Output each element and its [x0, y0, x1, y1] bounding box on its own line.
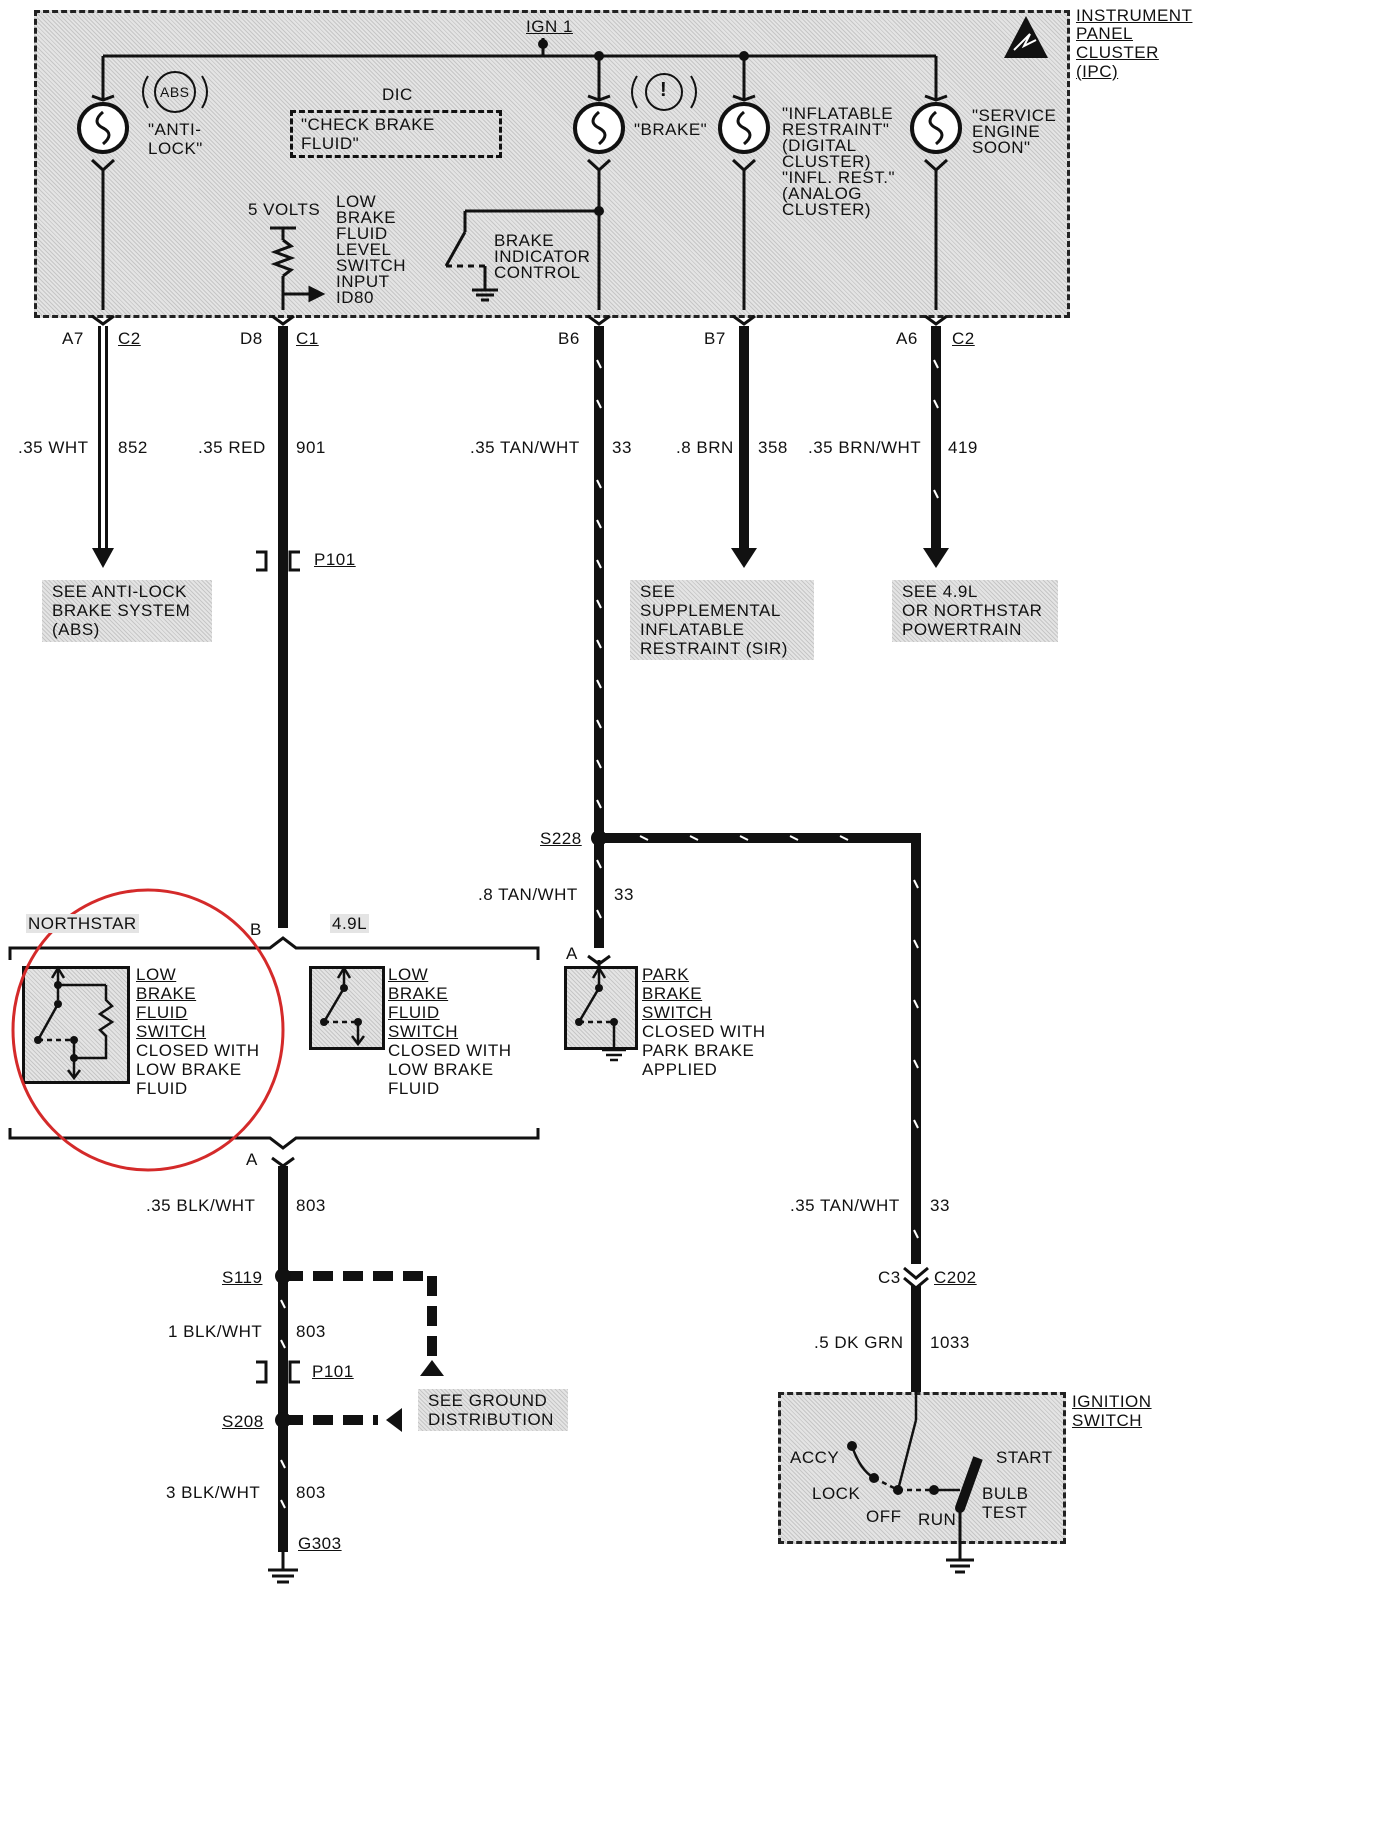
connector-c2-right: C2 — [952, 329, 975, 348]
wire-803b-color: 1 BLK/WHT — [168, 1322, 263, 1341]
ignition-switch-title: IGNITION SWITCH — [1072, 1392, 1152, 1430]
park-switch-desc: CLOSED WITH PARK BRAKE APPLIED — [642, 1022, 766, 1079]
ignition-switch-box — [778, 1392, 1066, 1544]
ipc-title-line-4: (IPC) — [1076, 62, 1119, 81]
connector-c2-left: C2 — [118, 329, 141, 348]
wire-1033-color: .5 DK GRN — [814, 1333, 904, 1352]
wire-901-number: 901 — [296, 438, 326, 457]
connector-c3: C3 — [878, 1268, 901, 1287]
connector-p101-bottom: P101 — [312, 1362, 354, 1381]
service-lamp-label: "SERVICE ENGINE SOON" — [972, 106, 1057, 157]
ref-northstar-box — [892, 580, 1058, 642]
ignition-lock: LOCK — [812, 1484, 861, 1503]
esd-warning-icon — [1004, 16, 1048, 58]
wire-901-color: .35 RED — [198, 438, 266, 457]
wire-358-color: .8 BRN — [676, 438, 734, 457]
ignition-off: OFF — [866, 1507, 902, 1526]
connector-c202: C202 — [934, 1268, 977, 1287]
brake-symbol-text: ! — [660, 79, 668, 101]
ignition-bulb-test: BULB TEST — [982, 1484, 1029, 1522]
ref-northstar-text: SEE 4.9L OR NORTHSTAR POWERTRAIN — [902, 582, 1043, 639]
connector-b7: B7 — [704, 329, 726, 348]
pin-a-label: A — [246, 1150, 258, 1169]
lbf-switch-title-northstar: LOW BRAKE FLUID SWITCH — [136, 965, 207, 1041]
antilock-lamp-label: "ANTI- LOCK" — [148, 120, 203, 158]
ref-ground-box — [418, 1389, 568, 1431]
low-brake-fluid-switch-49l — [309, 966, 385, 1050]
instrument-panel-cluster-box — [34, 10, 1070, 318]
wire-803c-color: 3 BLK/WHT — [166, 1483, 261, 1502]
brake-indicator-label: BRAKE INDICATOR CONTROL — [494, 231, 591, 282]
five-volts-label: 5 VOLTS — [248, 200, 321, 219]
connector-a6: A6 — [896, 329, 918, 348]
ignition-run: RUN — [918, 1510, 957, 1529]
wire-852-color: .35 WHT — [18, 438, 89, 457]
wire-33b-number: 33 — [614, 885, 634, 904]
engine-49l-label: 4.9L — [330, 914, 370, 933]
connector-p101-top: P101 — [314, 550, 356, 569]
inflatable-lamp-label: "INFLATABLE RESTRAINT" (DIGITAL CLUSTER)… — [782, 104, 896, 219]
wire-803b-number: 803 — [296, 1322, 326, 1341]
wire-1033-number: 1033 — [930, 1333, 970, 1352]
wire-803a-color: .35 BLK/WHT — [146, 1196, 256, 1215]
ground-g303: G303 — [298, 1534, 342, 1553]
connector-a7: A7 — [62, 329, 84, 348]
ref-sir-text: SEE SUPPLEMENTAL INFLATABLE RESTRAINT (S… — [640, 582, 788, 658]
ipc-title-line-1: INSTRUMENT — [1076, 6, 1193, 25]
wire-33c-color: .35 TAN/WHT — [790, 1196, 900, 1215]
ipc-title-line-3: CLUSTER — [1076, 43, 1159, 62]
ref-ground-text: SEE GROUND DISTRIBUTION — [428, 1391, 554, 1429]
pin-a-park-label: A — [566, 944, 578, 963]
ref-abs-text: SEE ANTI-LOCK BRAKE SYSTEM (ABS) — [52, 582, 191, 639]
ign-label: IGN 1 — [526, 17, 573, 36]
low-brake-fluid-switch-northstar — [22, 966, 130, 1084]
lbf-switch-title-49l: LOW BRAKE FLUID SWITCH — [388, 965, 459, 1041]
ignition-accy: ACCY — [790, 1448, 840, 1467]
wire-419-number: 419 — [948, 438, 978, 457]
ipc-title-line-2: PANEL — [1076, 24, 1133, 43]
brake-lamp-label: "BRAKE" — [634, 120, 708, 139]
wire-852-number: 852 — [118, 438, 148, 457]
wire-803c-number: 803 — [296, 1483, 326, 1502]
splice-s119: S119 — [222, 1268, 263, 1287]
low-brake-input-label: LOW BRAKE FLUID LEVEL SWITCH INPUT ID80 — [336, 192, 407, 307]
pin-b-label: B — [250, 920, 262, 939]
wire-419-color: .35 BRN/WHT — [808, 438, 922, 457]
connector-b6: B6 — [558, 329, 580, 348]
park-brake-switch — [564, 966, 638, 1050]
ignition-start: START — [996, 1448, 1053, 1467]
abs-symbol-text: ABS — [160, 84, 190, 100]
lbf-switch-desc-northstar: CLOSED WITH LOW BRAKE FLUID — [136, 1041, 260, 1098]
splice-s228: S228 — [540, 829, 582, 848]
northstar-label: NORTHSTAR — [26, 914, 139, 933]
lbf-switch-desc-49l: CLOSED WITH LOW BRAKE FLUID — [388, 1041, 512, 1098]
ref-sir-box — [630, 580, 814, 660]
wire-33-color: .35 TAN/WHT — [470, 438, 580, 457]
ref-abs-box — [42, 580, 212, 642]
wire-803a-number: 803 — [296, 1196, 326, 1215]
connector-d8: D8 — [240, 329, 263, 348]
wire-33b-color: .8 TAN/WHT — [478, 885, 578, 904]
dic-label: DIC — [382, 85, 413, 104]
wire-358-number: 358 — [758, 438, 788, 457]
dic-message: "CHECK BRAKE FLUID" — [290, 110, 502, 158]
highlight-circle — [11, 888, 285, 1172]
wire-33-number: 33 — [612, 438, 632, 457]
splice-s208: S208 — [222, 1412, 264, 1431]
park-switch-title: PARK BRAKE SWITCH — [642, 965, 713, 1022]
wire-33c-number: 33 — [930, 1196, 950, 1215]
connector-c1: C1 — [296, 329, 319, 348]
